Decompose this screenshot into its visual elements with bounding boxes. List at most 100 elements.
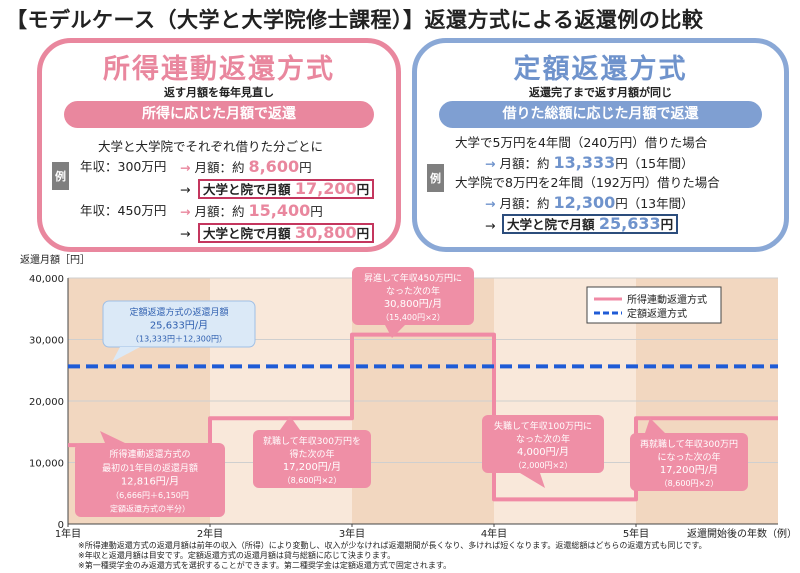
callout-box	[630, 433, 748, 491]
line2-value: 13,333	[553, 153, 616, 172]
panel-subtitle: 返す月額を毎年見直し	[164, 86, 274, 99]
line5-value: 25,633	[598, 214, 661, 233]
y-tick-label: 30,000	[29, 336, 64, 347]
panel-intro: 大学と大学院でそれぞれ借りた分ごとに	[98, 139, 324, 154]
callout-text: なった次の年	[516, 433, 570, 445]
row2-value: 17,200	[294, 179, 357, 198]
panel-title: 所得連動返還方式	[103, 54, 335, 85]
callout-text: 所得連動返還方式の	[109, 448, 190, 460]
line4: → 月額：約 12,300円（13年間）	[485, 195, 694, 212]
panel-pill: 所得に応じた月額で返還	[64, 101, 374, 128]
annotations: 定額返還方式の返還月額25,633円/月（13,333円＋12,300円）所得連…	[75, 267, 748, 517]
callout-box	[102, 300, 256, 348]
row3-value: 15,400	[248, 201, 311, 220]
row4-unit: 円	[356, 226, 370, 241]
panel-pill: 借りた総額に応じた月額で返還	[439, 101, 762, 128]
callout-tail	[645, 418, 665, 433]
arrow-icon: →	[485, 196, 496, 211]
callout-text: 最初の1年目の返還月額	[102, 462, 198, 474]
y-axis-label: 返還月額［円］	[20, 253, 90, 266]
callout-box	[75, 443, 225, 517]
line1: 大学で5万円を4年間（240万円）借りた場合	[455, 135, 708, 150]
row1-label: 月額：約	[194, 160, 245, 175]
example-badge: 例	[52, 162, 69, 190]
row3: → 月額：約 15,400円	[180, 203, 323, 220]
y-tick-label: 10,000	[29, 459, 64, 470]
y-tick-label: 40,000	[29, 274, 64, 285]
callout-tail	[112, 347, 140, 362]
line2-label: 月額：約	[499, 156, 550, 171]
callout-text: 定額返還方式の半分）	[110, 504, 190, 514]
arrow-icon: →	[485, 218, 496, 233]
row3-income: 年収：450万円	[80, 203, 167, 218]
y-tick-label: 20,000	[29, 397, 64, 408]
row4-label: 大学と院で月額	[203, 226, 291, 241]
row4-highlight: 大学と院で月額 30,800円	[198, 223, 375, 243]
callout-box	[253, 430, 371, 488]
row1: → 月額：約 8,600円	[180, 159, 312, 176]
callout-text: 12,816円/月	[121, 475, 179, 487]
callout-text: なった次の年	[386, 285, 440, 297]
line2: → 月額：約 13,333円（15年間）	[485, 155, 694, 172]
panel-title: 定額返還方式	[513, 54, 688, 85]
callout-tail	[385, 325, 405, 338]
callout-text: 4,000円/月	[517, 446, 569, 458]
y-tick-label: 0	[58, 520, 64, 531]
line4-label: 月額：約	[499, 196, 550, 211]
callout-text: 17,200円/月	[283, 461, 341, 473]
arrow-icon: →	[485, 156, 496, 171]
callout-text: （2,000円×2）	[514, 461, 573, 470]
line5-label: 大学と院で月額	[507, 217, 595, 232]
panel-subtitle: 返還完了まで返す月額が同じ	[529, 86, 672, 99]
example-badge: 例	[427, 164, 444, 192]
row3-label: 月額：約	[194, 204, 245, 219]
income-linked-panel: 所得連動返還方式 返す月額を毎年見直し 所得に応じた月額で返還 大学と大学院でそ…	[37, 38, 401, 252]
line3: 大学院で8万円を2年間（192万円）借りた場合	[455, 175, 720, 190]
row2-unit: 円	[356, 182, 370, 197]
line5-unit: 円	[660, 217, 674, 232]
callout-text: 定額返還方式の返還月額	[129, 306, 228, 318]
row4-value: 30,800	[294, 223, 357, 242]
callout-text: （8,600円×2）	[660, 479, 719, 488]
callout-text: 17,200円/月	[660, 464, 718, 476]
arrow-icon: →	[180, 204, 191, 219]
callout-text: （8,600円×2）	[283, 476, 342, 485]
callout-text: 就職して年収300万円を	[263, 435, 361, 447]
callout-text: 失職して年収100万円に	[494, 420, 592, 432]
legend-label: 所得連動返還方式	[627, 293, 707, 306]
row1-income: 年収：300万円	[80, 159, 167, 174]
fixed-panel: 定額返還方式 返還完了まで返す月額が同じ 借りた総額に応じた月額で返還 大学で5…	[412, 38, 789, 252]
x-tick-label: 2年目	[197, 527, 223, 540]
callout-tail	[100, 431, 125, 443]
legend-label: 定額返還方式	[627, 307, 687, 320]
x-tick-label: 5年目	[623, 527, 649, 540]
callout-box	[352, 267, 474, 325]
x-axis-label: 返還開始後の年数（例）	[687, 527, 797, 540]
arrow-icon: →	[180, 226, 191, 241]
footnote-1: ※所得連動返還方式の返還月額は前年の収入（所得）により変動し、収入が少なければ返…	[78, 541, 707, 550]
callout-text: 再就職して年収300万円	[640, 438, 738, 450]
row1-unit: 円	[299, 160, 312, 175]
callout-tail	[520, 473, 545, 488]
footnote-3: ※第一種奨学金のみ返還方式を選択することができます。第二種奨学金は定額返還方式で…	[78, 561, 452, 570]
x-tick-label: 3年目	[339, 527, 365, 540]
callout-text: （15,400円×2）	[381, 313, 445, 322]
footnote-2: ※年収と返還月額は目安です。定額返還方式の返還月額は貸与総額に応じて決まります。	[78, 551, 396, 560]
page-title: 【モデルケース（大学と大学院修士課程）】返還方式による返還例の比較	[6, 8, 704, 32]
callout-text: （6,666円＋6,150円	[111, 491, 189, 500]
callout-text: になった次の年	[657, 451, 720, 463]
line5-highlight: 大学と院で月額 25,633円	[502, 214, 679, 234]
line2-unit: 円（15年間）	[615, 156, 694, 171]
callout-box	[482, 415, 604, 473]
callout-text: 30,800円/月	[384, 298, 442, 310]
row2-highlight: 大学と院で月額 17,200円	[198, 179, 375, 199]
line4-value: 12,300	[553, 193, 616, 212]
legend-box	[586, 286, 722, 324]
row3-unit: 円	[310, 204, 323, 219]
callout-tail	[280, 416, 300, 430]
arrow-icon: →	[180, 160, 191, 175]
callout-text: 得た次の年	[289, 448, 334, 460]
